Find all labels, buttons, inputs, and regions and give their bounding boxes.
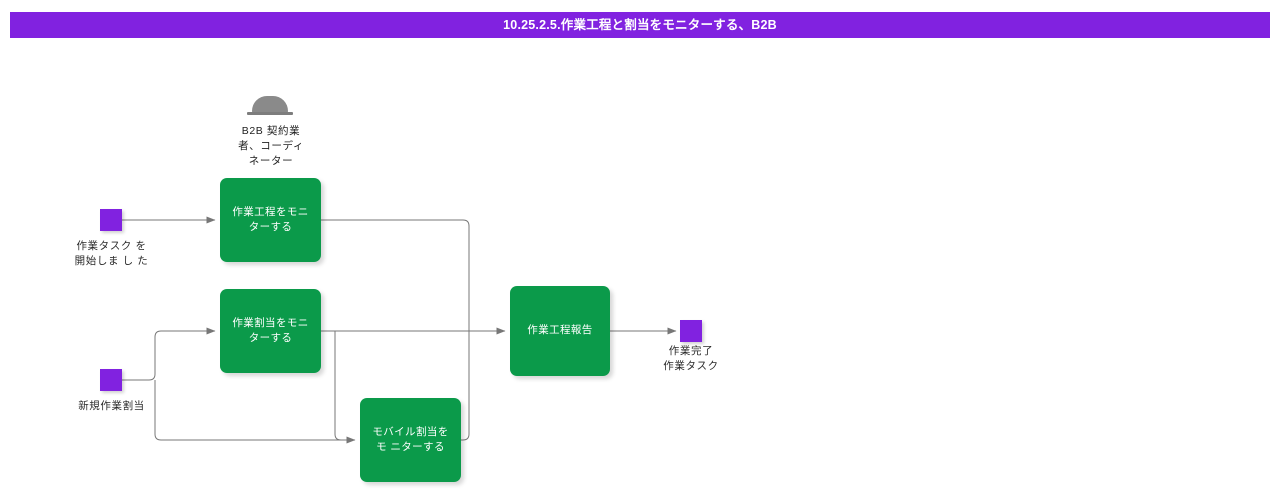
- flow-monitor-process-to-report: [321, 219, 470, 331]
- diagram-canvas: B2B 契約業 者、コーディ ネーター 作業タスク を 開始しま し た 新規作…: [0, 38, 1280, 490]
- actor-icon: [247, 96, 293, 116]
- flow-monitor-mobile-to-report: [460, 331, 470, 441]
- task-monitor-work-assignment[interactable]: 作業割当をモニ ターする: [220, 289, 321, 373]
- task-monitor-work-process-label: 作業工程をモニ ターする: [232, 205, 309, 233]
- flow-monitor-assignment-to-mobile: [334, 331, 355, 441]
- actor-head-shape: [252, 96, 288, 113]
- task-monitor-mobile-assignment-label: モバイル割当をモ ニターする: [372, 425, 449, 453]
- actor-label-b2b-contractor: B2B 契約業 者、コーディ ネーター: [238, 125, 304, 168]
- end-event-work-completed[interactable]: [680, 320, 702, 342]
- flow-start2-to-monitor-mobile: [154, 380, 356, 444]
- end-event-work-completed-label: 作業完了 作業タスク: [663, 345, 719, 373]
- actor-base-shape: [247, 112, 293, 115]
- connector-layer: [122, 216, 677, 444]
- task-work-process-report-label: 作業工程報告: [527, 324, 593, 337]
- window-title-bar: 10.25.2.5.作業工程と割当をモニターする、B2B: [10, 12, 1270, 38]
- task-monitor-mobile-assignment[interactable]: モバイル割当をモ ニターする: [360, 398, 461, 482]
- start-event-new-work-assignment-label: 新規作業割当: [78, 400, 145, 412]
- task-monitor-work-assignment-label: 作業割当をモニ ターする: [232, 316, 309, 344]
- start-event-work-task-started[interactable]: [100, 209, 122, 231]
- flow-start2-to-monitor-assignment: [122, 327, 216, 381]
- start-event-new-work-assignment[interactable]: [100, 369, 122, 391]
- page-title: 10.25.2.5.作業工程と割当をモニターする、B2B: [503, 17, 777, 32]
- start-event-work-task-started-label: 作業タスク を 開始しま し た: [74, 240, 149, 268]
- task-work-process-report[interactable]: 作業工程報告: [510, 286, 610, 376]
- task-monitor-work-process[interactable]: 作業工程をモニ ターする: [220, 178, 321, 262]
